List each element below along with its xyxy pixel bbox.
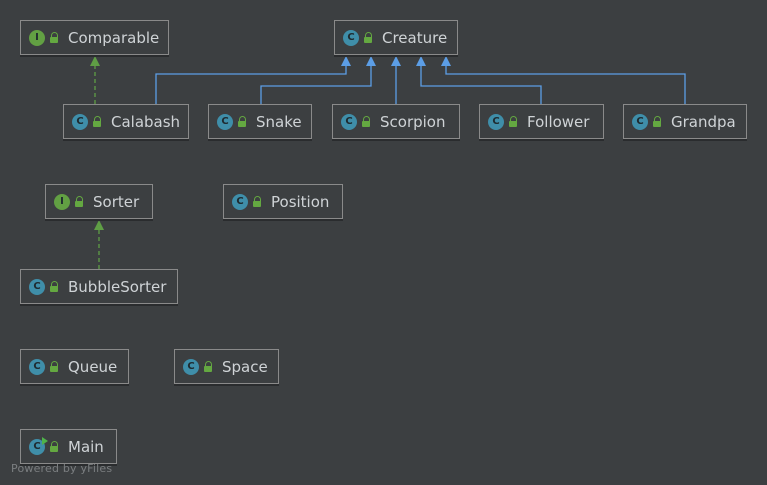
class-kind-icon: C xyxy=(341,113,357,130)
class-name-label: Scorpion xyxy=(380,112,446,131)
public-lock-icon xyxy=(203,360,213,373)
public-lock-icon xyxy=(363,31,373,44)
extends-arrowhead-snake xyxy=(366,56,376,66)
class-node-bubblesorter[interactable]: C BubbleSorter xyxy=(20,269,178,304)
public-lock-icon xyxy=(361,115,371,128)
class-kind-icon: C xyxy=(343,29,359,46)
class-name-label: Sorter xyxy=(93,192,140,211)
class-name-label: Main xyxy=(68,437,104,456)
class-node-scorpion[interactable]: C Scorpion xyxy=(332,104,460,139)
class-kind-icon: C xyxy=(72,113,88,130)
implements-arrowhead-calabash xyxy=(90,56,100,66)
extends-edge-grandpa xyxy=(445,65,686,104)
interface-kind-icon: I xyxy=(54,193,70,210)
class-name-label: Follower xyxy=(527,112,590,131)
class-kind-icon: C xyxy=(488,113,504,130)
public-lock-icon xyxy=(49,280,59,293)
class-node-creature[interactable]: C Creature xyxy=(334,20,458,55)
public-lock-icon xyxy=(237,115,247,128)
class-node-snake[interactable]: C Snake xyxy=(208,104,312,139)
extends-arrowhead-follower xyxy=(416,56,426,66)
class-kind-icon: C xyxy=(217,113,233,130)
class-node-space[interactable]: C Space xyxy=(174,349,279,384)
extends-edge-snake xyxy=(260,65,372,104)
class-node-sorter[interactable]: I Sorter xyxy=(45,184,153,219)
class-node-main[interactable]: C Main xyxy=(20,429,117,464)
class-name-label: Comparable xyxy=(68,28,160,47)
watermark: Powered by yFiles xyxy=(11,462,113,475)
class-node-follower[interactable]: C Follower xyxy=(479,104,604,139)
class-name-label: Position xyxy=(271,192,330,211)
class-name-label: Grandpa xyxy=(671,112,736,131)
class-name-label: Calabash xyxy=(111,112,181,131)
class-kind-icon: C xyxy=(29,358,45,375)
class-name-label: Creature xyxy=(382,28,448,47)
class-name-label: Snake xyxy=(256,112,302,131)
interface-kind-icon: I xyxy=(29,29,45,46)
class-node-comparable[interactable]: I Comparable xyxy=(20,20,169,55)
implements-arrowhead-bubblesorter xyxy=(94,220,104,230)
class-name-label: Queue xyxy=(68,357,118,376)
class-node-queue[interactable]: C Queue xyxy=(20,349,129,384)
extends-edge-follower xyxy=(420,65,542,104)
extends-arrowhead-grandpa xyxy=(441,56,451,66)
class-name-label: Space xyxy=(222,357,268,376)
public-lock-icon xyxy=(508,115,518,128)
class-node-position[interactable]: C Position xyxy=(223,184,343,219)
public-lock-icon xyxy=(49,360,59,373)
public-lock-icon xyxy=(49,31,59,44)
public-lock-icon xyxy=(92,115,102,128)
class-kind-icon: C xyxy=(29,436,48,455)
public-lock-icon xyxy=(252,195,262,208)
public-lock-icon xyxy=(652,115,662,128)
class-node-grandpa[interactable]: C Grandpa xyxy=(623,104,747,139)
class-kind-icon: C xyxy=(29,278,45,295)
class-kind-icon: C xyxy=(183,358,199,375)
class-kind-icon: C xyxy=(232,193,248,210)
extends-arrowhead-calabash xyxy=(341,56,351,66)
public-lock-icon xyxy=(49,440,59,453)
class-kind-icon: C xyxy=(632,113,648,130)
extends-edge-calabash xyxy=(155,65,347,104)
public-lock-icon xyxy=(74,195,84,208)
class-name-label: BubbleSorter xyxy=(68,277,167,296)
extends-arrowhead-scorpion xyxy=(391,56,401,66)
class-node-calabash[interactable]: C Calabash xyxy=(63,104,189,139)
